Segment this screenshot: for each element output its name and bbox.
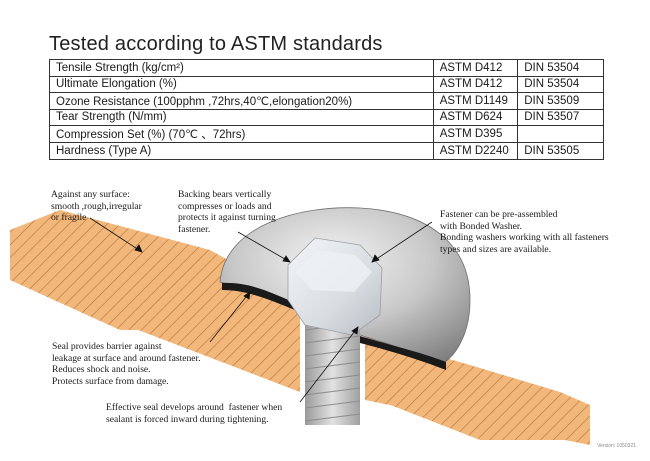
note-effective: Effective seal develops around fastener … bbox=[106, 402, 283, 425]
surface-left-face bbox=[30, 255, 300, 392]
note-backing: Backing bears vertically compresses or l… bbox=[178, 189, 276, 235]
spec-property: Ultimate Elongation (%) bbox=[49, 75, 434, 93]
spec-din: DIN 53505 bbox=[517, 142, 604, 160]
spec-property: Tensile Strength (kg/cm²) bbox=[49, 59, 434, 77]
note-barrier: Seal provides barrier against leakage at… bbox=[52, 341, 201, 387]
bolt-threads bbox=[304, 322, 361, 422]
spec-property: Hardness (Type A) bbox=[49, 142, 434, 160]
note-surface: Against any surface: smooth ,rough,irreg… bbox=[51, 189, 142, 223]
spec-din: DIN 53504 bbox=[517, 75, 604, 93]
spec-astm: ASTM D624 bbox=[432, 108, 519, 126]
spec-property: Compression Set (%) (70℃ 、72hrs) bbox=[49, 125, 434, 143]
spec-row: Compression Set (%) (70℃ 、72hrs)ASTM D39… bbox=[49, 125, 604, 143]
spec-astm: ASTM D2240 bbox=[432, 142, 519, 160]
spec-row: Ozone Resistance (100pphm ,72hrs,40℃,elo… bbox=[49, 92, 604, 110]
page-title: Tested according to ASTM standards bbox=[49, 33, 383, 55]
surface-right-face bbox=[365, 345, 590, 445]
spec-astm: ASTM D412 bbox=[432, 75, 519, 93]
spec-astm: ASTM D412 bbox=[432, 59, 519, 77]
note-fastener: Fastener can be pre-assembled with Bonde… bbox=[440, 209, 609, 255]
spec-astm: ASTM D1149 bbox=[432, 92, 519, 110]
spec-astm: ASTM D395 bbox=[432, 125, 519, 143]
spec-din bbox=[517, 125, 604, 143]
spec-property: Tear Strength (N/mm) bbox=[49, 108, 434, 126]
spec-din: DIN 53504 bbox=[517, 59, 604, 77]
spec-din: DIN 53507 bbox=[517, 108, 604, 126]
seal-left bbox=[222, 282, 300, 312]
spec-din: DIN 53509 bbox=[517, 92, 604, 110]
spec-property: Ozone Resistance (100pphm ,72hrs,40℃,elo… bbox=[49, 92, 434, 110]
version-label: Version: 1050321 bbox=[597, 443, 636, 449]
seal-right bbox=[360, 336, 446, 370]
bonded-washer-diagram bbox=[10, 207, 590, 445]
